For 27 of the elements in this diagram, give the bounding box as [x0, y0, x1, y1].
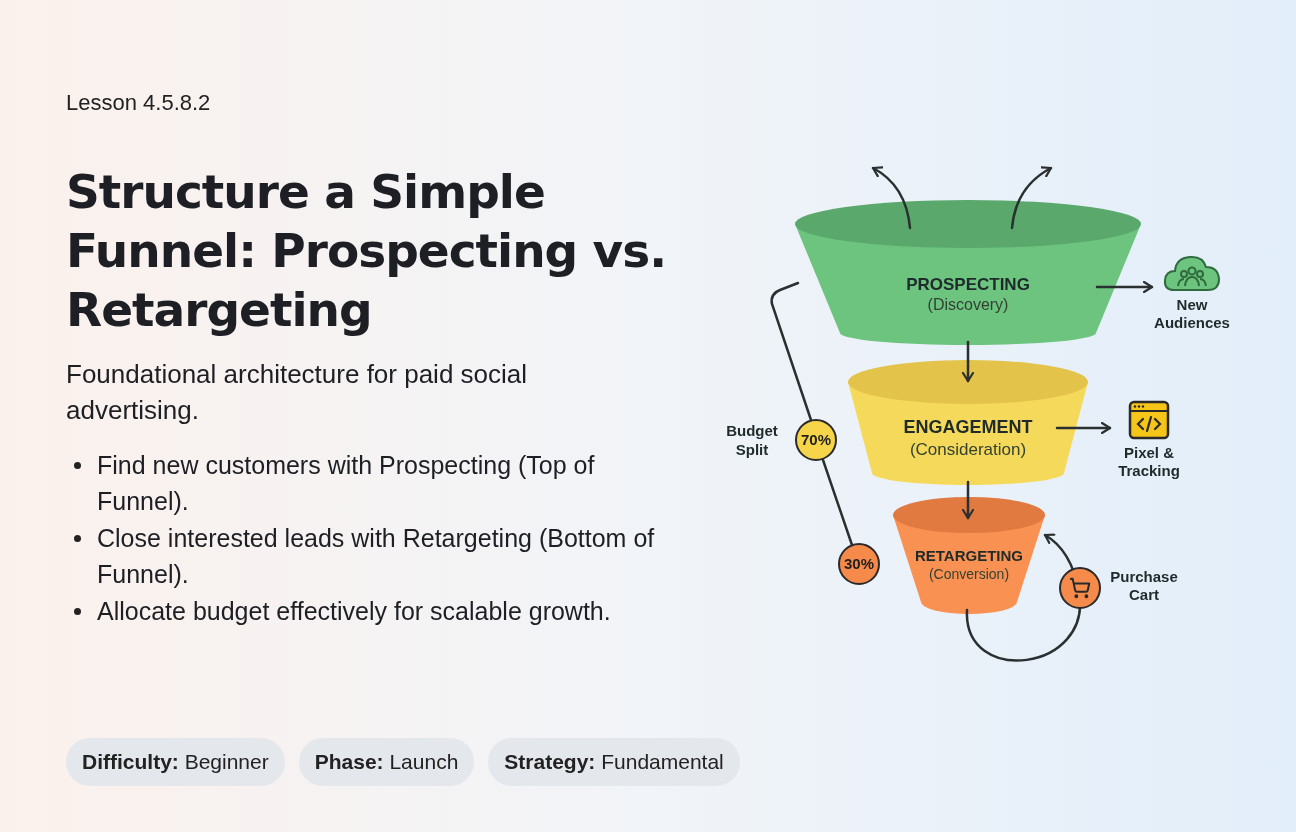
tag-pill: Phase: Launch	[298, 738, 475, 786]
subtitle: Foundational architecture for paid social advertising.	[66, 358, 529, 427]
tag-pill: Strategy: Fundamental	[488, 738, 740, 786]
stage-title: ENGAGEMENT	[903, 416, 1033, 439]
budget-label: Budget Split	[725, 421, 779, 459]
stage-subtitle: (Discovery)	[927, 295, 1009, 316]
stage-title: PROSPECTING	[906, 274, 1030, 296]
bullet-text: Close interested leads with Retargeting (Bottom of Funnel).	[97, 523, 656, 590]
bullet-text: Find new customers with Prospecting (Top of Funnel).	[97, 450, 596, 517]
node-label: New Audiences	[1153, 296, 1231, 332]
connector-line	[821, 458, 854, 547]
lesson-number: Lesson 4.5.8.2	[66, 89, 211, 117]
stage-title: RETARGETING	[914, 547, 1024, 566]
arrow	[961, 340, 975, 383]
arrow	[871, 166, 912, 230]
stage-subtitle: (Consideration)	[909, 438, 1027, 460]
arrow	[1095, 280, 1154, 294]
arrow	[961, 480, 975, 520]
stage-subtitle: (Conversion)	[928, 565, 1010, 584]
arrow	[1055, 421, 1112, 435]
tag-pill: Difficulty: Beginner	[66, 738, 285, 786]
connector-line	[770, 281, 813, 422]
title: Structure a Simple Funnel: Prospecting vs. Retargeting	[66, 163, 668, 339]
bullet-text: Allocate budget effectively for scalable growth.	[97, 596, 611, 627]
node-label: Pixel & Tracking	[1117, 444, 1181, 480]
edge-label: Purchase Cart	[1109, 568, 1179, 604]
arrow	[1010, 166, 1053, 230]
